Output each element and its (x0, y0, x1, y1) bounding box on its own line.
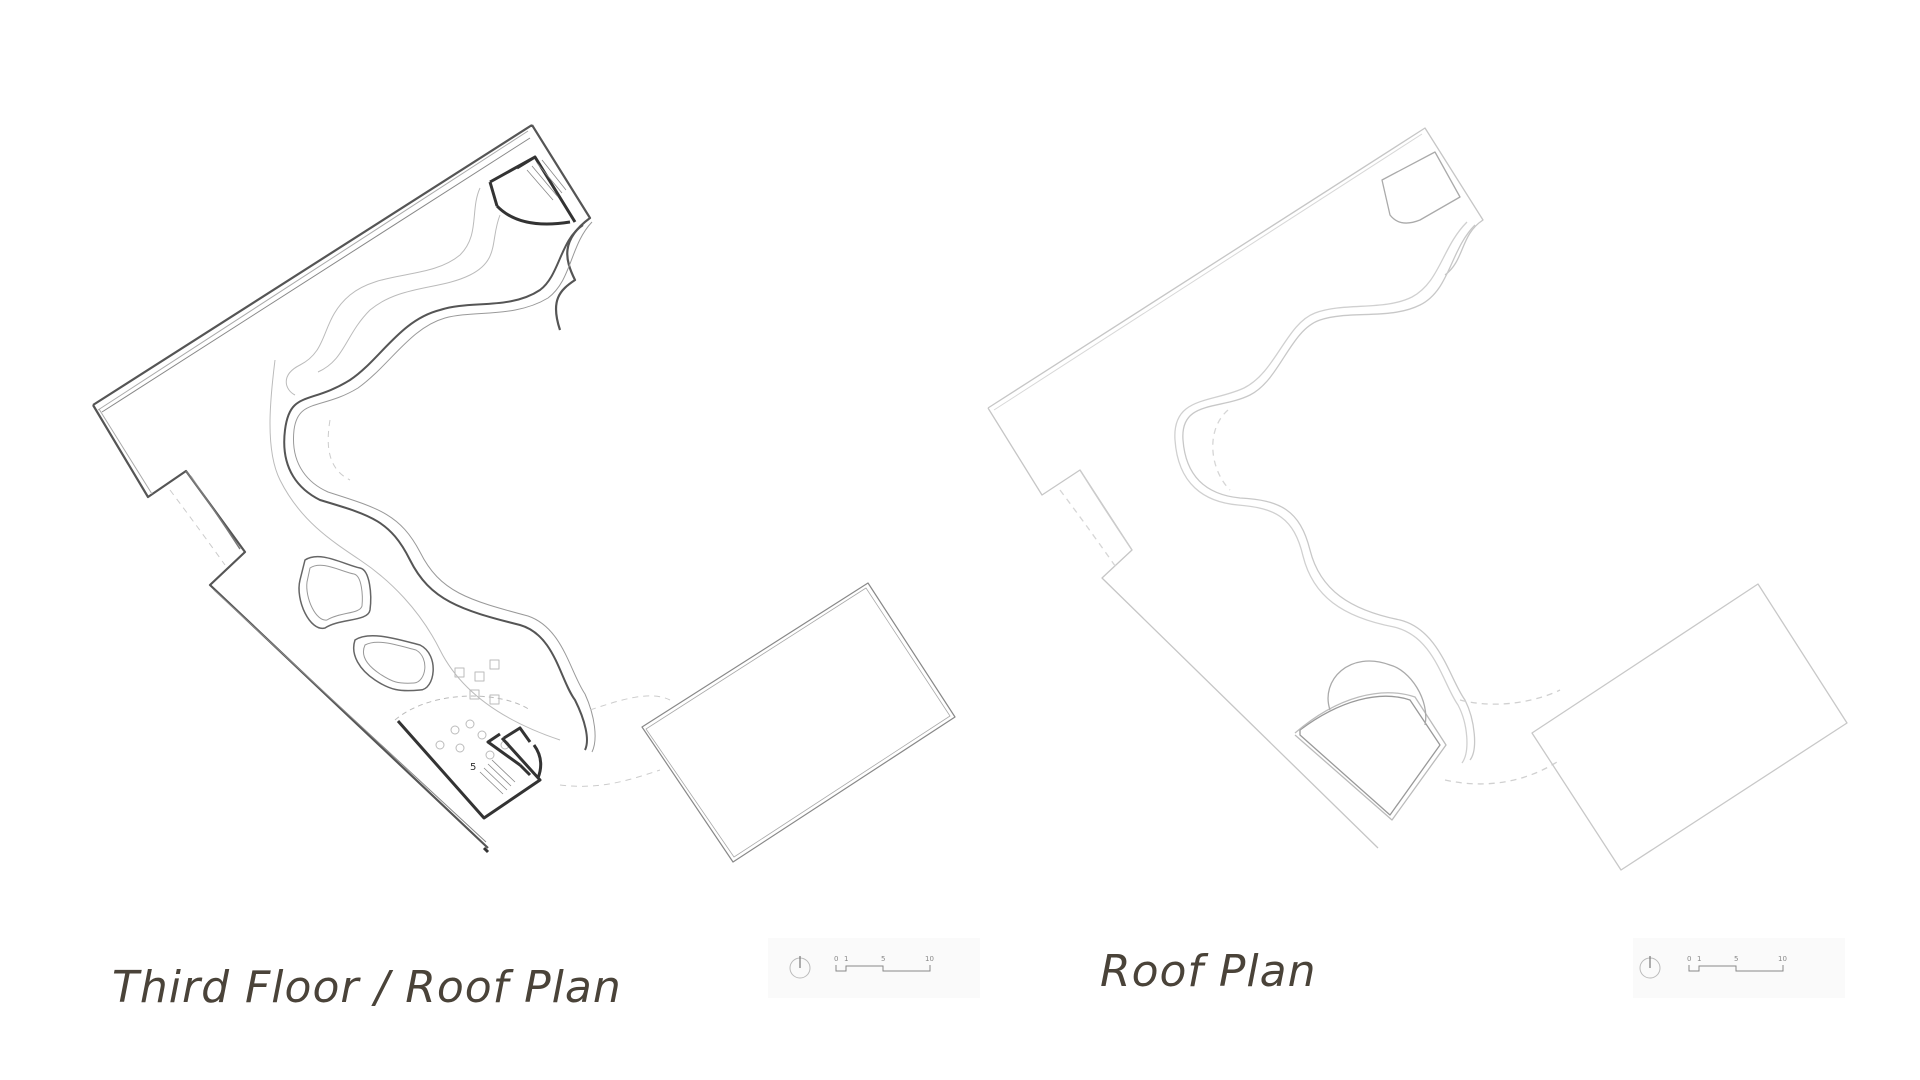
north-arrow-icon (1639, 956, 1661, 979)
scale-bar (1688, 965, 1784, 972)
room-5-walls (396, 720, 543, 820)
planter-island-1 (298, 555, 372, 629)
plan-title-third-floor: Third Floor / Roof Plan (112, 962, 622, 1013)
terrace-wave-edge (283, 224, 588, 751)
roof-outline (987, 127, 1484, 849)
detached-building-left (641, 582, 956, 863)
scale-legend-right: 0 1 5 10 (1633, 938, 1845, 998)
plan-title-roof: Roof Plan (1100, 946, 1317, 997)
scale-legend-left: 0 1 5 10 (768, 938, 980, 998)
scale-bar (835, 965, 931, 972)
detached-building-right (1531, 583, 1848, 871)
planter-island-2 (353, 634, 434, 692)
roof-core-top (1381, 151, 1461, 224)
stair-core-top (488, 155, 577, 226)
room-number-label: 5 (470, 762, 476, 773)
cafe-roof-shape (1299, 695, 1441, 816)
north-arrow-icon (789, 956, 811, 979)
